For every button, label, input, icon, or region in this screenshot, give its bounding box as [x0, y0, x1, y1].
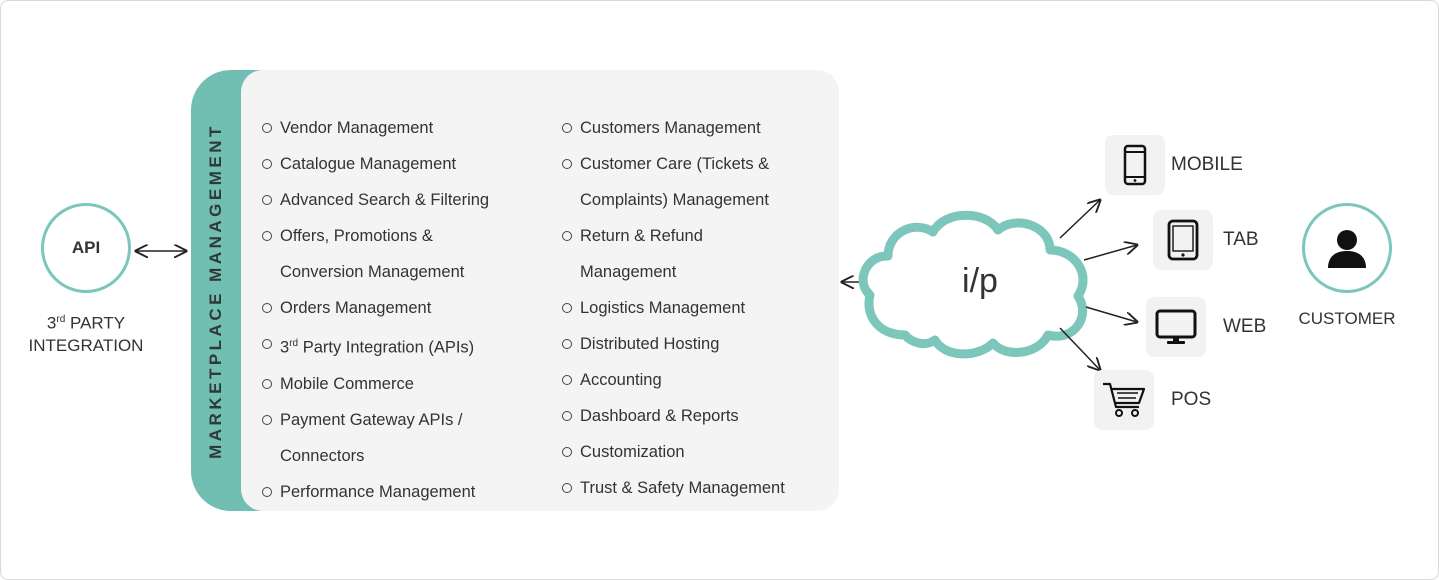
list-item: Customer Care (Tickets & Complaints) Man…	[562, 146, 832, 218]
list-item-label: Party Integration (APIs)	[302, 338, 475, 357]
tablet-icon-box	[1153, 210, 1213, 270]
list-item-label: Vendor Management	[280, 119, 434, 137]
cloud-label: i/p	[962, 262, 998, 300]
arrow-to-pos	[1059, 327, 1100, 370]
list-item-label: Customization	[580, 443, 685, 461]
list-item: Distributed Hosting	[562, 326, 832, 362]
bullet-icon	[262, 486, 272, 497]
device-label-web: WEB	[1223, 316, 1267, 337]
bullet-icon	[562, 303, 572, 313]
mobile-icon	[1123, 144, 1147, 186]
customer-label: CUSTOMER	[1298, 309, 1396, 328]
list-item-label: Advanced Search & Filtering	[280, 191, 490, 209]
bullet-icon	[262, 231, 272, 241]
arrow-to-web	[1085, 306, 1137, 322]
list-item-label: Distributed Hosting	[580, 335, 720, 353]
list-item-label: Logistics Management	[580, 299, 746, 317]
list-item: Logistics Management	[562, 290, 832, 326]
panel-title-wrap: MARKETPLACE MANAGEMENT	[191, 70, 241, 511]
bullet-icon	[262, 414, 272, 425]
left-feature-list: Vendor Management Catalogue Management A…	[262, 110, 552, 510]
bullet-icon	[562, 411, 572, 421]
api-caption-number: 3	[46, 313, 57, 333]
list-item-label: Mobile Commerce	[280, 374, 414, 393]
monitor-icon	[1155, 309, 1197, 344]
api-node: API	[41, 203, 131, 293]
bullet-icon	[262, 378, 272, 389]
bullet-icon	[562, 339, 572, 349]
list-item: Performance Management	[262, 474, 552, 510]
list-item-label: Dashboard & Reports	[580, 407, 739, 425]
list-item-label: Catalogue Management	[280, 155, 457, 173]
customer-node	[1302, 203, 1392, 293]
list-item-label: Accounting	[580, 371, 662, 389]
list-item: Return & Refund Management	[562, 218, 832, 290]
user-icon	[1328, 230, 1366, 268]
api-caption: 3rd PARTY INTEGRATION	[16, 309, 156, 357]
list-item: Customization	[562, 434, 832, 470]
bullet-icon	[262, 339, 272, 349]
bullet-icon	[562, 375, 572, 385]
list-item: Offers, Promotions & Conversion Manageme…	[262, 218, 552, 290]
list-item-label: Trust & Safety Management	[580, 479, 785, 497]
cart-icon	[1103, 382, 1146, 417]
list-item: Payment Gateway APIs / Connectors	[262, 402, 552, 474]
monitor-icon-box	[1146, 297, 1206, 357]
api-caption-integration: INTEGRATION	[28, 335, 144, 355]
device-label-pos: POS	[1171, 389, 1212, 410]
cloud-icon	[858, 210, 1088, 359]
arrow-to-tab	[1083, 245, 1137, 261]
panel-title: MARKETPLACE MANAGEMENT	[206, 122, 225, 459]
bullet-icon	[562, 123, 572, 133]
arrow-to-mobile	[1059, 200, 1100, 239]
list-item-label: Return & Refund Management	[580, 227, 703, 281]
list-item-label: Payment Gateway APIs / Connectors	[280, 410, 463, 465]
bullet-icon	[262, 159, 272, 169]
panel-body	[241, 70, 839, 511]
list-item: Orders Management	[262, 290, 552, 326]
list-item: Dashboard & Reports	[562, 398, 832, 434]
list-item: Mobile Commerce	[262, 366, 552, 402]
bullet-icon	[262, 195, 272, 205]
list-item-sup: rd	[289, 338, 299, 349]
list-item-label: Offers, Promotions & Conversion Manageme…	[280, 227, 465, 281]
bullet-icon	[562, 159, 572, 169]
list-item-label-group: 3rd Party Integration (APIs)	[280, 326, 540, 366]
list-item-number: 3	[280, 338, 290, 357]
list-item-label: Customers Management	[580, 119, 761, 137]
api-caption-party: PARTY	[65, 313, 126, 333]
bullet-icon	[562, 231, 572, 241]
cart-icon-box	[1094, 370, 1154, 430]
list-item-label: Performance Management	[280, 482, 476, 501]
tablet-icon	[1167, 219, 1199, 261]
list-item: Advanced Search & Filtering	[262, 182, 552, 218]
device-label-tab: TAB	[1223, 229, 1259, 250]
api-caption-sup: rd	[56, 314, 66, 325]
bullet-icon	[262, 123, 272, 133]
mobile-icon-box	[1105, 135, 1165, 195]
list-item-label: Orders Management	[280, 299, 432, 317]
list-item: 3rd Party Integration (APIs)	[262, 326, 552, 366]
right-feature-list: Customers Management Customer Care (Tick…	[562, 110, 832, 506]
bullet-icon	[562, 483, 572, 493]
list-item: Vendor Management	[262, 110, 552, 146]
device-label-mobile: MOBILE	[1171, 154, 1243, 175]
list-item: Accounting	[562, 362, 832, 398]
list-item-label: Customer Care (Tickets & Complaints) Man…	[580, 155, 770, 209]
bullet-icon	[262, 303, 272, 313]
list-item: Catalogue Management	[262, 146, 552, 182]
list-item: Customers Management	[562, 110, 832, 146]
api-label: API	[71, 238, 101, 257]
bullet-icon	[562, 447, 572, 457]
list-item: Trust & Safety Management	[562, 470, 832, 506]
